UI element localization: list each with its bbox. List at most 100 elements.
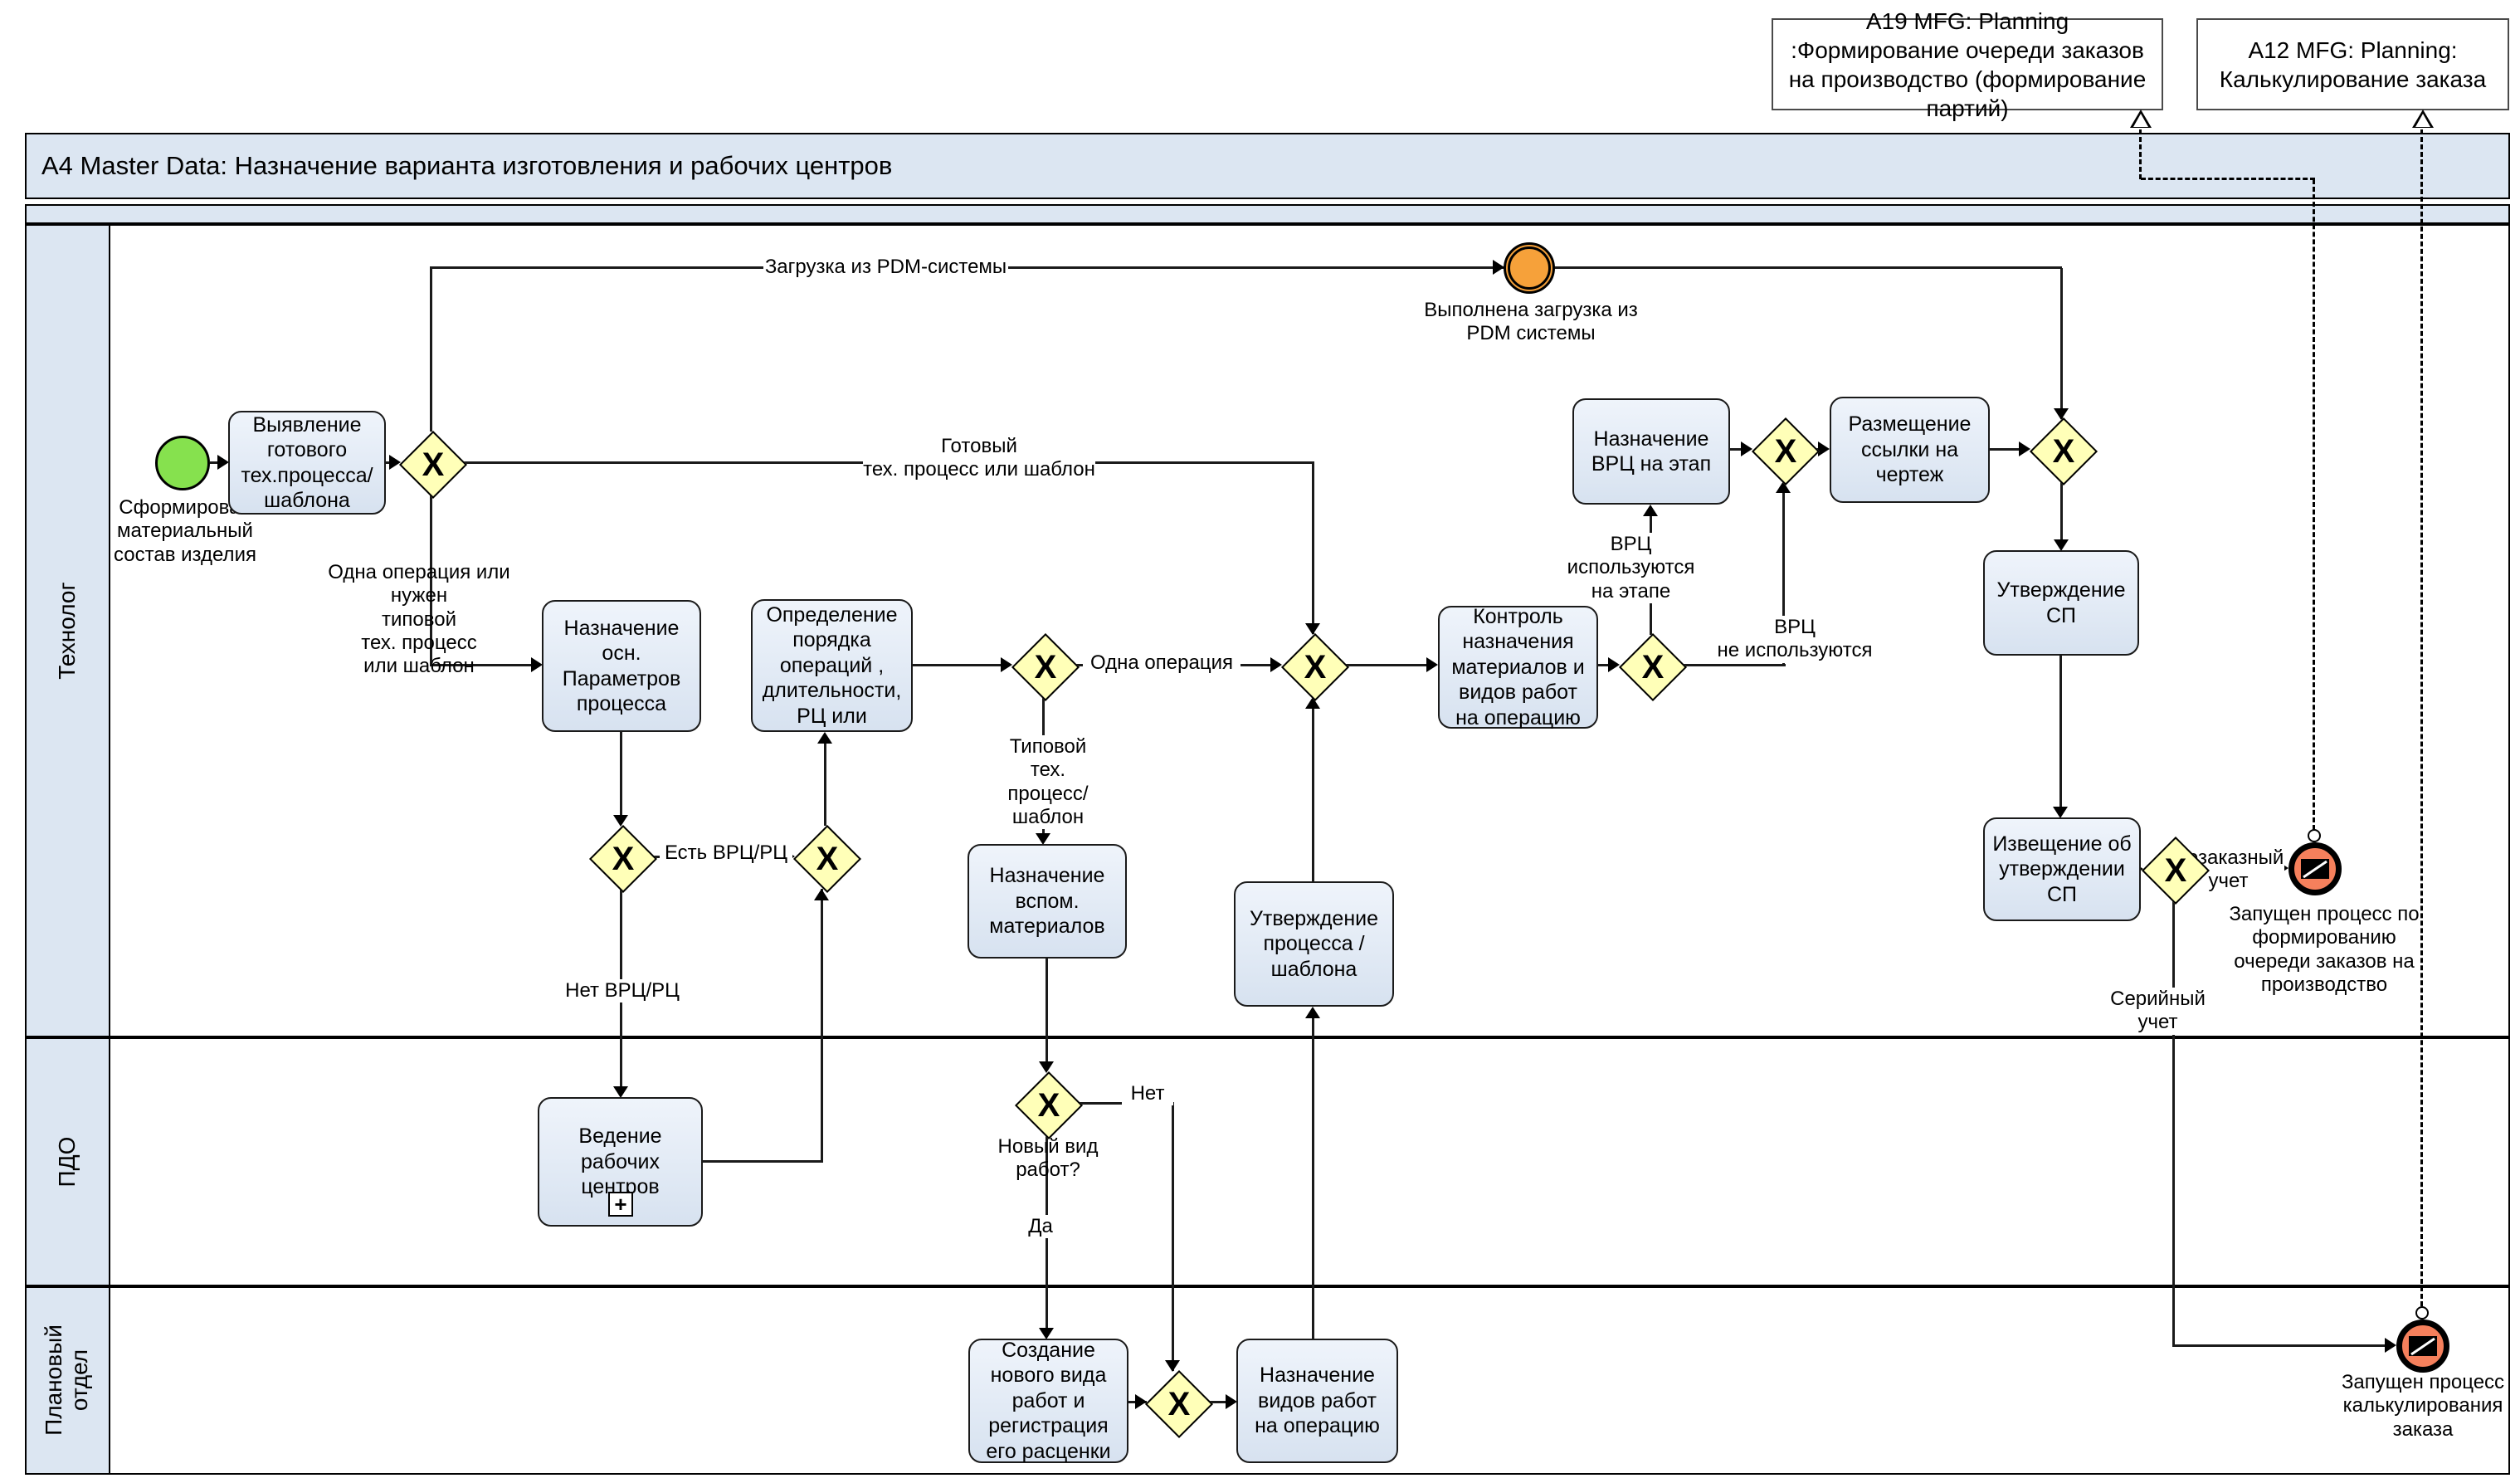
flow-arrow	[1165, 1360, 1180, 1372]
flow-line	[821, 889, 823, 1163]
flow-arrow	[1039, 1328, 1054, 1339]
gateway-x-icon: X	[1304, 649, 1327, 685]
flow-line	[1990, 448, 2021, 451]
message-arrow-a12	[2412, 110, 2434, 128]
flow-line	[824, 742, 826, 826]
pdm-event-label: Выполнена загрузка из PDM системы	[1424, 299, 1638, 345]
gateway-x-icon: X	[1037, 1087, 1060, 1124]
label-typical-process: Типовой тех. процесс/шаблон	[977, 735, 1119, 830]
task-control-materials: Контроль назначения материалов и видов р…	[1438, 605, 1598, 729]
flow-arrow	[1426, 657, 1438, 672]
lane-label-pdo: ПДО	[53, 1136, 80, 1188]
flow-line	[1172, 1102, 1174, 1371]
flow-line	[210, 461, 220, 464]
task-notify-sp: Извещение об утверждении СП	[1983, 817, 2141, 921]
subprocess-plus-icon: +	[608, 1192, 633, 1217]
flow-arrow	[2054, 408, 2069, 420]
flow-line	[1683, 664, 1786, 666]
flow-arrow	[1001, 657, 1012, 672]
external-process-a12: A12 MFG: Planning: Калькулирование заказ…	[2196, 18, 2509, 110]
flow-arrow	[1643, 505, 1658, 516]
flow-arrow	[2385, 1338, 2396, 1353]
flow-arrow	[817, 732, 832, 744]
flow-arrow	[2019, 441, 2030, 456]
flow-line	[913, 664, 1002, 666]
task-create-worktype: Создание нового вида работ и регистрация…	[968, 1339, 1128, 1463]
flow-arrow	[1305, 1007, 1320, 1018]
message-envelope-icon	[2409, 1336, 2437, 1356]
gateway-x-icon: X	[2164, 852, 2187, 889]
end-event-order-queue	[2288, 842, 2342, 895]
flow-line	[1312, 1017, 1314, 1339]
flow-line	[1209, 1401, 1227, 1403]
flow-arrow	[1135, 1394, 1147, 1409]
label-no-vrc: Нет ВРЦ/РЦ	[564, 979, 680, 1003]
lane-pdo	[25, 1037, 2510, 1286]
label-one-operation: Одна операция	[1083, 651, 1241, 676]
message-line	[2139, 129, 2142, 179]
label-serial: Серийный учет	[2089, 988, 2226, 1035]
flow-line	[1046, 959, 1048, 1063]
task-assign-params: Назначение осн. Параметров процесса	[542, 600, 701, 732]
flow-line	[430, 664, 533, 666]
flow-arrow	[1608, 657, 1620, 672]
flow-line	[2060, 481, 2063, 541]
flow-line	[1345, 664, 1428, 666]
flow-arrow	[2053, 807, 2068, 818]
lane-label-planovy: Плановый отдел	[41, 1324, 92, 1436]
flow-line	[430, 495, 432, 666]
task-aux-materials: Назначение вспом. материалов	[968, 844, 1127, 959]
gateway-x-icon: X	[816, 841, 839, 877]
label-new-worktype-question: Новый вид работ?	[997, 1135, 1099, 1182]
flow-line	[430, 268, 432, 432]
flow-arrow	[1270, 657, 1282, 672]
flow-arrow	[613, 1086, 628, 1098]
task-drawing-link: Размещение ссылки на чертеж	[1830, 397, 1990, 503]
label-no: Нет	[1122, 1082, 1173, 1106]
gateway-x-icon: X	[1774, 433, 1797, 470]
flow-line	[2059, 656, 2062, 808]
flow-line	[703, 1160, 823, 1163]
lane-pdo-labelcol	[27, 1039, 110, 1285]
label-vrc-used: ВРЦ используются на этапе	[1567, 533, 1695, 603]
label-yes: Да	[1019, 1215, 1062, 1239]
flow-arrow	[1305, 623, 1320, 635]
end-event-calculation-label: Запущен процесс калькулирования заказа	[2341, 1371, 2505, 1441]
label-one-op-or-template: Одна операция или нужен типовой тех. про…	[328, 561, 510, 678]
message-anchor-dot	[2308, 829, 2321, 842]
flow-line	[1312, 707, 1314, 881]
lane-label-technolog: Технолог	[53, 582, 80, 680]
message-envelope-icon	[2301, 859, 2329, 879]
lane-planovy-labelcol	[27, 1288, 110, 1473]
flow-arrow	[1226, 1394, 1237, 1409]
lane-technolog-labelcol	[27, 226, 110, 1036]
flow-line	[1312, 461, 1314, 634]
flow-arrow	[1741, 441, 1752, 456]
flow-arrow	[531, 657, 543, 672]
flow-line	[430, 266, 2062, 269]
message-line	[2141, 178, 2315, 180]
flow-line	[1730, 448, 1743, 451]
label-vrc-not-used: ВРЦ не используются	[1708, 616, 1882, 663]
gateway-x-icon: X	[422, 446, 445, 483]
task-detect-process: Выявление готового тех.процесса/ шаблона	[228, 411, 386, 515]
gateway-x-icon: X	[612, 841, 635, 877]
task-define-order: Определение порядка операций , длительно…	[751, 599, 913, 732]
pool-title-text: A4 Master Data: Назначение варианта изго…	[41, 151, 893, 180]
message-line	[2420, 129, 2423, 1306]
flow-line	[2172, 900, 2175, 1346]
flow-arrow	[389, 455, 401, 470]
gateway-x-icon: X	[1641, 649, 1665, 685]
flow-arrow	[1036, 833, 1050, 845]
label-ready-process: Готовый тех. процесс или шаблон	[863, 435, 1095, 482]
flow-arrow	[1039, 1061, 1054, 1073]
flow-arrow	[1818, 441, 1830, 456]
pool-title: A4 Master Data: Назначение варианта изго…	[25, 133, 2510, 199]
pool-header-band	[25, 204, 2510, 224]
label-has-vrc: Есть ВРЦ/РЦ	[660, 842, 792, 866]
flow-line	[2060, 268, 2063, 419]
task-approve-process: Утверждение процесса / шаблона	[1234, 881, 1394, 1007]
task-assign-worktypes: Назначение видов работ на операцию	[1236, 1339, 1398, 1463]
gateway-x-icon: X	[1167, 1386, 1191, 1422]
